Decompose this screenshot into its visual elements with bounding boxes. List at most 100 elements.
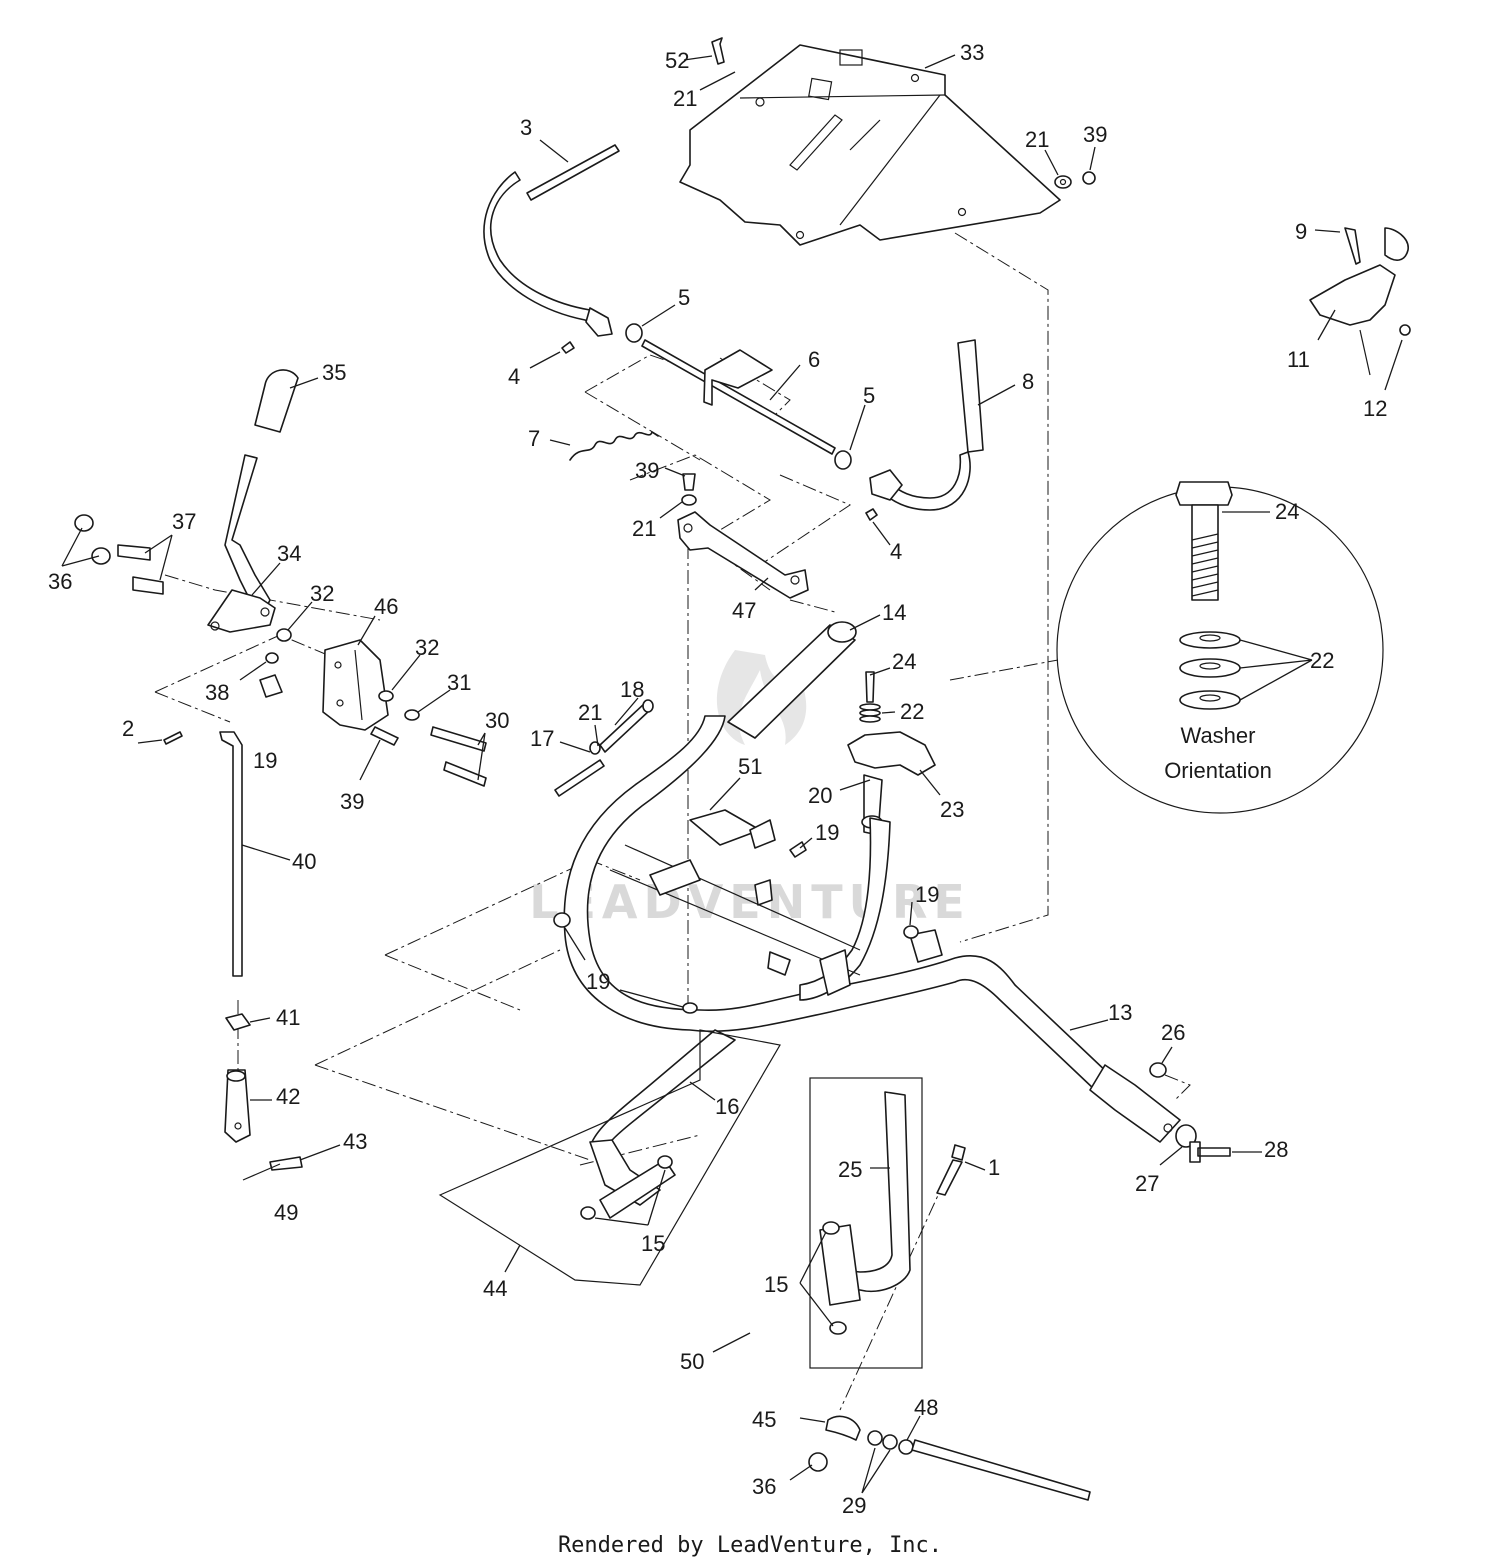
inset-bolt-label: 24: [1275, 499, 1299, 524]
callout-9: 9: [1295, 219, 1307, 244]
callout-52: 52: [665, 48, 689, 73]
part-44-outline: [438, 1029, 781, 1286]
part-14-sleeve: [727, 621, 857, 739]
callout-16: 16: [715, 1094, 739, 1119]
part-42-clevis: [224, 1069, 251, 1143]
callout-46: 46: [374, 594, 398, 619]
part-38-washer: [265, 652, 279, 664]
callout-49: 49: [274, 1200, 298, 1225]
callout-33: 33: [960, 40, 984, 65]
callout-32: 32: [310, 581, 334, 606]
part-40-rod: [219, 731, 243, 977]
callout-21: 21: [1025, 127, 1049, 152]
callout-39: 39: [635, 458, 659, 483]
callout-13: 13: [1108, 1000, 1132, 1025]
part-19-nut: [259, 674, 283, 698]
part-19-nut: [682, 1002, 698, 1014]
part-52-bolt: [711, 37, 725, 65]
part-23-cam: [847, 671, 936, 836]
part-32-washer: [378, 690, 394, 702]
callout-24: 24: [892, 649, 916, 674]
callout-38: 38: [205, 680, 229, 705]
callout-labels: 52 21 33 3 21 39 9 11 12 5 4 6 8 5 7 39 …: [48, 40, 1387, 1518]
callout-30: 30: [485, 708, 509, 733]
part-46-bracket: [322, 639, 389, 731]
watermark-text: LEADVENTURE: [529, 875, 971, 929]
callout-11: 11: [1287, 347, 1310, 372]
part-39-bolt: [681, 473, 697, 506]
inset-bolt: [1175, 481, 1233, 601]
callout-23: 23: [940, 797, 964, 822]
washer-orientation-inset: 24 22 Washer Orientation: [1056, 481, 1384, 814]
inset-washer-label: 22: [1310, 648, 1334, 673]
callout-29: 29: [842, 1493, 866, 1518]
part-26-nut: [1149, 1062, 1167, 1078]
part-4-clip: [865, 508, 878, 521]
callout-42: 42: [276, 1084, 300, 1109]
part-45-rod-end: [808, 1415, 1091, 1501]
callout-22: 22: [900, 699, 924, 724]
part-2-pin: [163, 731, 183, 745]
callout-5: 5: [863, 383, 875, 408]
callout-35: 35: [322, 360, 346, 385]
callout-12: 12: [1363, 396, 1387, 421]
callout-39: 39: [1083, 122, 1107, 147]
callout-50: 50: [680, 1349, 704, 1374]
callout-14: 14: [882, 600, 906, 625]
callout-4: 4: [508, 364, 520, 389]
part-34-lever: [207, 369, 299, 633]
callout-2: 2: [122, 716, 134, 741]
callout-36: 36: [752, 1474, 776, 1499]
callout-37: 37: [172, 509, 196, 534]
part-36-37-spring-nuts: [74, 514, 164, 595]
callout-51: 51: [738, 754, 762, 779]
part-8-handle: [869, 339, 984, 511]
part-13-frame: [563, 715, 1181, 1143]
callout-3: 3: [520, 115, 532, 140]
callout-43: 43: [343, 1129, 367, 1154]
part-16-pedal-arm: [580, 1029, 736, 1220]
callout-15: 15: [764, 1272, 788, 1297]
part-32-washer: [276, 628, 292, 642]
part-6-shaft: [641, 339, 836, 455]
part-33-panel: [679, 44, 1061, 246]
part-49-cotter: [242, 1163, 281, 1181]
part-5-bushing: [625, 323, 643, 343]
part-41-nut: [225, 1013, 251, 1031]
callout-44: 44: [483, 1276, 507, 1301]
part-5-bushing: [834, 450, 852, 470]
part-50-detail: [809, 1077, 923, 1369]
callout-28: 28: [1264, 1137, 1288, 1162]
callout-19: 19: [915, 882, 939, 907]
callout-6: 6: [808, 347, 820, 372]
callout-21: 21: [673, 86, 697, 111]
part-7-spring: [569, 431, 659, 461]
part-4-clip: [561, 341, 575, 354]
callout-25: 25: [838, 1157, 862, 1182]
part-31-washer: [404, 709, 420, 721]
callout-19: 19: [253, 748, 277, 773]
callout-15: 15: [641, 1231, 665, 1256]
callout-20: 20: [808, 783, 832, 808]
callout-17: 17: [530, 726, 554, 751]
callout-leaders: [61, 54, 1403, 1494]
part-47-bracket: [677, 511, 809, 599]
callout-39: 39: [340, 789, 364, 814]
footer-credit: Rendered by LeadVenture, Inc.: [558, 1533, 942, 1558]
callout-47: 47: [732, 598, 756, 623]
callout-21: 21: [632, 516, 656, 541]
part-43-pin: [269, 1156, 303, 1171]
callout-19: 19: [815, 820, 839, 845]
callout-40: 40: [292, 849, 316, 874]
part-11-latch: [1309, 227, 1411, 376]
callout-18: 18: [620, 677, 644, 702]
callout-32: 32: [415, 635, 439, 660]
callout-34: 34: [277, 541, 301, 566]
callout-1: 1: [988, 1155, 1000, 1180]
callout-41: 41: [276, 1005, 300, 1030]
part-17-18-pins: [554, 699, 654, 797]
callout-27: 27: [1135, 1171, 1159, 1196]
part-28-bolt: [1189, 1141, 1231, 1163]
part-3-lever: [483, 144, 620, 337]
